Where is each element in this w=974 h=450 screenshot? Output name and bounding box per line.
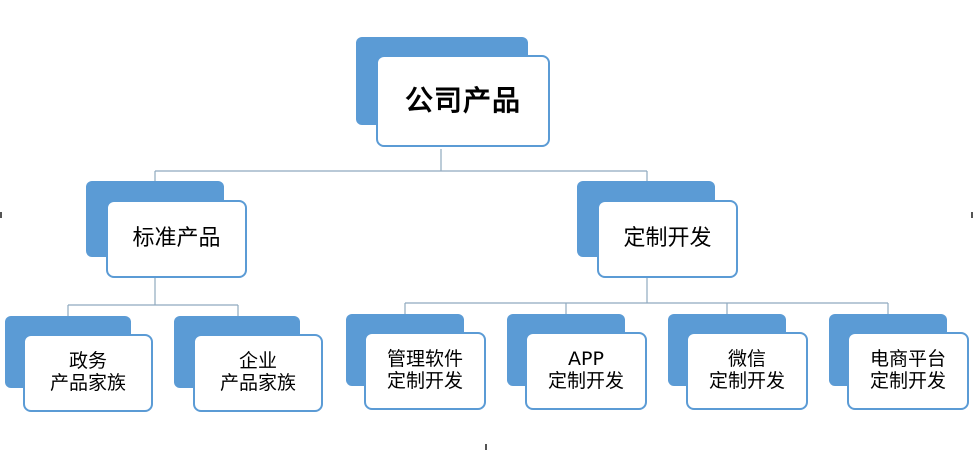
leaf-node-label: 企业 产品家族 xyxy=(219,350,296,394)
leaf-node-wechat-custom: 微信 定制开发 xyxy=(668,314,808,410)
edge-marker-left xyxy=(0,212,2,218)
leaf-node-card: APP 定制开发 xyxy=(525,332,647,410)
root-node-card: 公司产品 xyxy=(376,55,550,147)
branch-node-label: 标准产品 xyxy=(132,226,221,252)
leaf-node-card: 微信 定制开发 xyxy=(686,332,808,410)
leaf-node-gov-product-family: 政务 产品家族 xyxy=(5,316,153,412)
leaf-node-card: 政务 产品家族 xyxy=(23,334,153,412)
leaf-node-label: 政务 产品家族 xyxy=(49,350,126,394)
leaf-node-label: 微信 定制开发 xyxy=(708,348,785,392)
branch-node-custom-development: 定制开发 xyxy=(577,181,739,278)
root-node: 公司产品 xyxy=(356,37,550,149)
branch-node-label: 定制开发 xyxy=(623,226,712,252)
branch-node-card: 定制开发 xyxy=(597,200,738,278)
leaf-node-ecommerce-platform-custom: 电商平台 定制开发 xyxy=(829,314,969,410)
leaf-node-card: 电商平台 定制开发 xyxy=(847,332,969,410)
branch-node-card: 标准产品 xyxy=(106,200,247,278)
leaf-node-app-custom: APP 定制开发 xyxy=(507,314,647,410)
leaf-node-card: 企业 产品家族 xyxy=(193,334,323,412)
edge-marker-right xyxy=(971,212,973,218)
branch-node-standard-products: 标准产品 xyxy=(86,181,248,278)
leaf-node-label: APP 定制开发 xyxy=(547,348,624,392)
leaf-node-label: 管理软件 定制开发 xyxy=(386,348,463,392)
leaf-node-enterprise-product-family: 企业 产品家族 xyxy=(174,316,324,412)
leaf-node-label: 电商平台 定制开发 xyxy=(869,348,946,392)
leaf-node-management-software-custom: 管理软件 定制开发 xyxy=(346,314,486,410)
edge-marker-bottom xyxy=(485,444,487,450)
root-node-label: 公司产品 xyxy=(404,83,521,117)
leaf-node-card: 管理软件 定制开发 xyxy=(364,332,486,410)
